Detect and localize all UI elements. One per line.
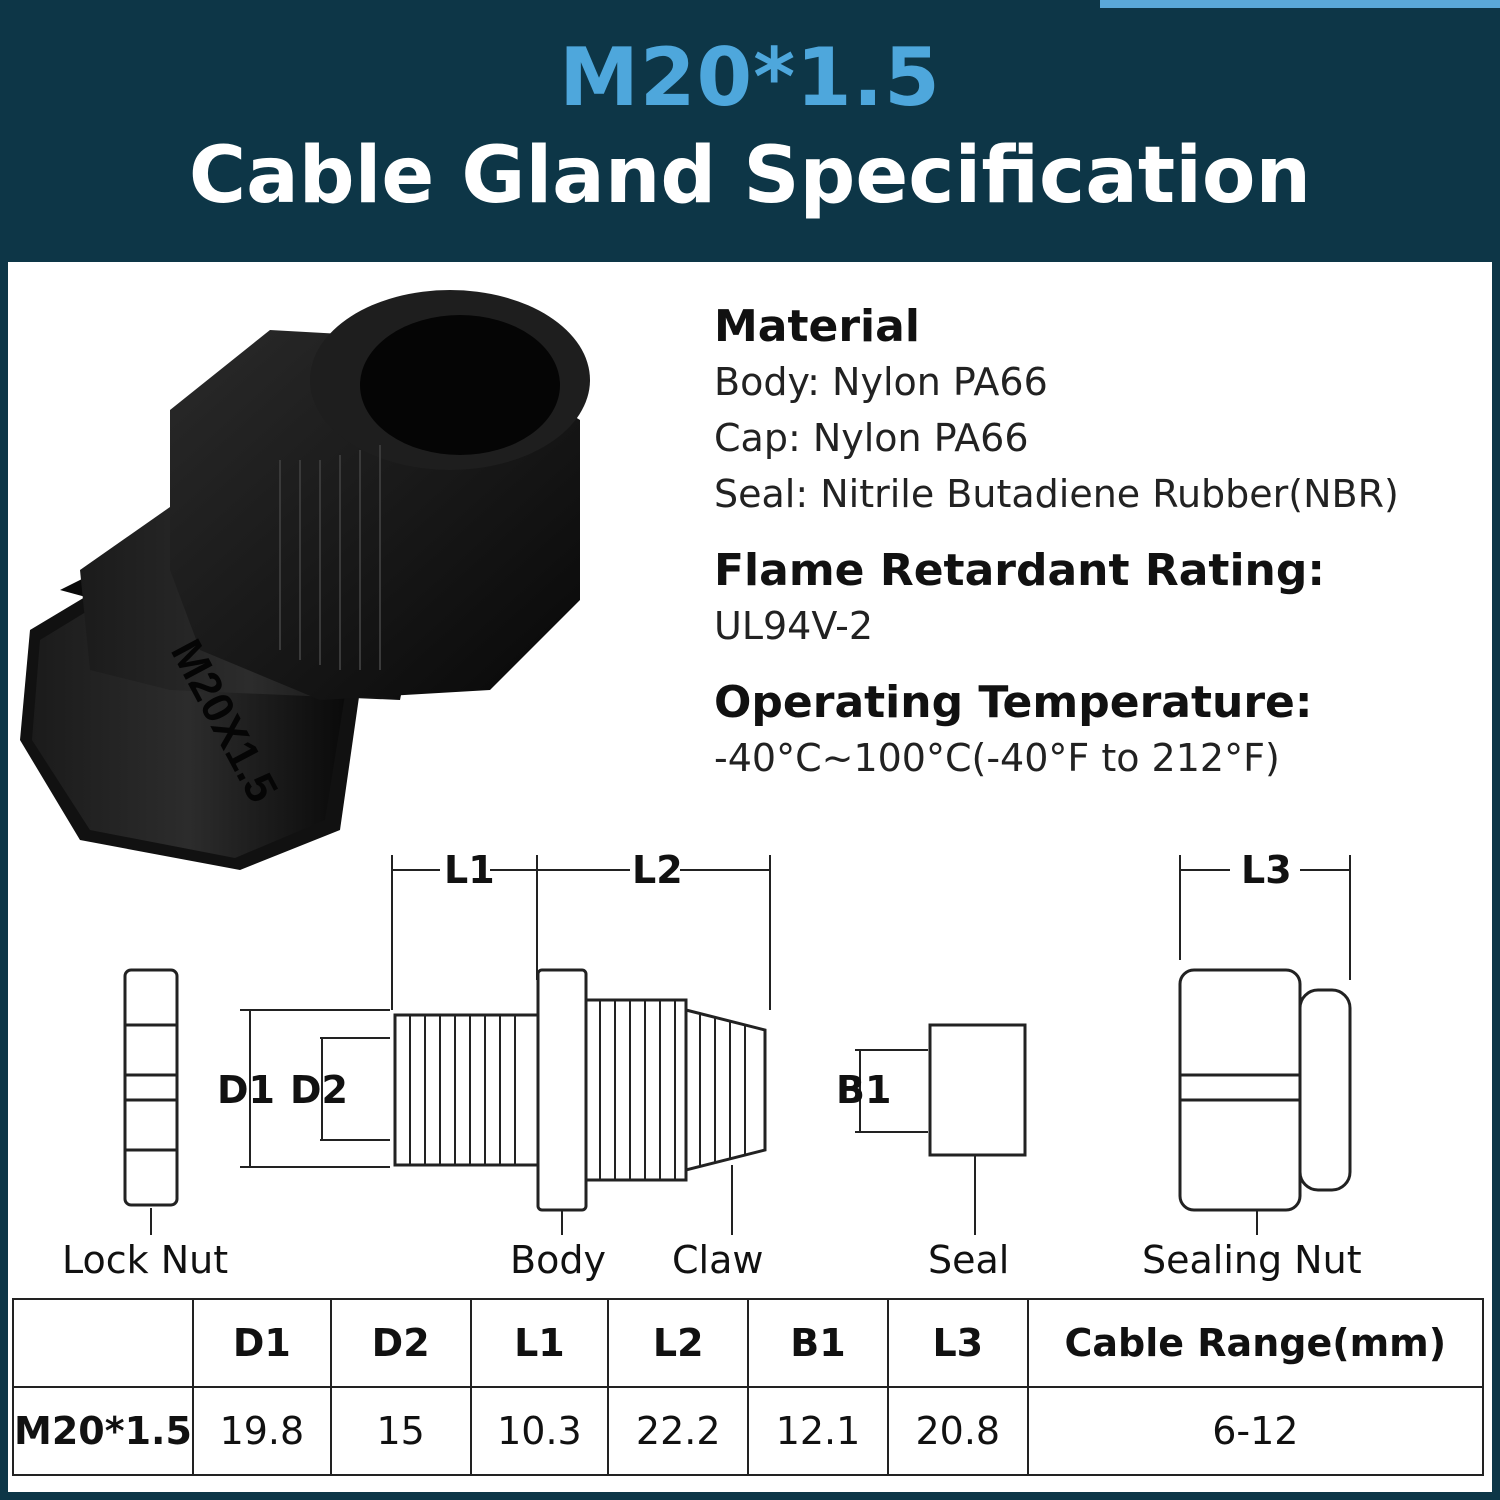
diagram-drawing <box>123 855 1352 1235</box>
table-cell: 12.1 <box>747 1386 889 1476</box>
material-heading: Material <box>714 301 920 352</box>
table-cell: 20.8 <box>886 1386 1029 1476</box>
table-cell: 19.8 <box>191 1386 332 1476</box>
label-lock-nut: Lock Nut <box>62 1238 229 1282</box>
table-cell: 10.3 <box>469 1386 610 1476</box>
flame-value: UL94V-2 <box>714 604 873 648</box>
label-sealing-nut: Sealing Nut <box>1142 1238 1362 1282</box>
dim-d2: D2 <box>290 1068 348 1112</box>
material-body: Body: Nylon PA66 <box>714 360 1048 404</box>
dim-l1: L1 <box>444 848 495 892</box>
table-header-cell: B1 <box>747 1298 889 1388</box>
label-body: Body <box>510 1238 606 1282</box>
claw-cone-shape <box>684 1008 767 1172</box>
dim-l2: L2 <box>632 848 683 892</box>
table-header-cell: D2 <box>329 1298 472 1388</box>
model-title: M20*1.5 <box>559 31 941 124</box>
specs-section: Material Body: Nylon PA66 Cap: Nylon PA6… <box>714 300 1494 808</box>
material-block: Material Body: Nylon PA66 Cap: Nylon PA6… <box>714 300 1494 522</box>
lock-nut-shape <box>123 968 179 1207</box>
table-header-cell: Cable Range(mm) <box>1026 1298 1485 1388</box>
technical-diagram: L1 L2 L3 D1 D2 B1 Lock Nut Body Claw Sea… <box>0 830 1500 1300</box>
material-cap: Cap: Nylon PA66 <box>714 416 1029 460</box>
temperature-heading: Operating Temperature: <box>714 677 1313 728</box>
sealing-nut-shape <box>1178 968 1302 1212</box>
dim-l3: L3 <box>1241 848 1292 892</box>
table-header-row: D1 D2 L1 L2 B1 L3 Cable Range(mm) <box>12 1298 1485 1388</box>
table-cell: 15 <box>329 1386 472 1476</box>
table-cell: 6-12 <box>1026 1386 1485 1476</box>
temperature-block: Operating Temperature: -40°C~100°C(-40°F… <box>714 676 1494 786</box>
table-cell: 22.2 <box>607 1386 750 1476</box>
temperature-value: -40°C~100°C(-40°F to 212°F) <box>714 736 1280 780</box>
seal-shape <box>928 1023 1027 1157</box>
table-header-cell: L3 <box>886 1298 1029 1388</box>
label-seal: Seal <box>928 1238 1010 1282</box>
body-flange-shape <box>536 968 588 1212</box>
table-cell: M20*1.5 <box>12 1386 194 1476</box>
table-header-cell: L2 <box>607 1298 750 1388</box>
flame-heading: Flame Retardant Rating: <box>714 545 1325 596</box>
table-header-cell: L1 <box>469 1298 610 1388</box>
table-header-cell: D1 <box>191 1298 332 1388</box>
material-seal: Seal: Nitrile Butadiene Rubber(NBR) <box>714 472 1399 516</box>
dim-b1: B1 <box>836 1068 892 1112</box>
flame-block: Flame Retardant Rating: UL94V-2 <box>714 544 1494 654</box>
spec-table: D1 D2 L1 L2 B1 L3 Cable Range(mm) M20*1.… <box>12 1298 1485 1476</box>
dim-d1: D1 <box>217 1068 275 1112</box>
accent-bar <box>1100 0 1500 8</box>
cable-gland-product-image: M20X1.5 <box>20 290 590 870</box>
table-row: M20*1.5 19.8 15 10.3 22.2 12.1 20.8 6-12 <box>12 1386 1485 1476</box>
table-header-cell <box>12 1298 194 1388</box>
page-title: Cable Gland Specification <box>188 131 1312 221</box>
label-claw: Claw <box>672 1238 764 1282</box>
body-thread-shape <box>393 1013 542 1167</box>
page-header: M20*1.5 Cable Gland Specification <box>0 30 1500 226</box>
